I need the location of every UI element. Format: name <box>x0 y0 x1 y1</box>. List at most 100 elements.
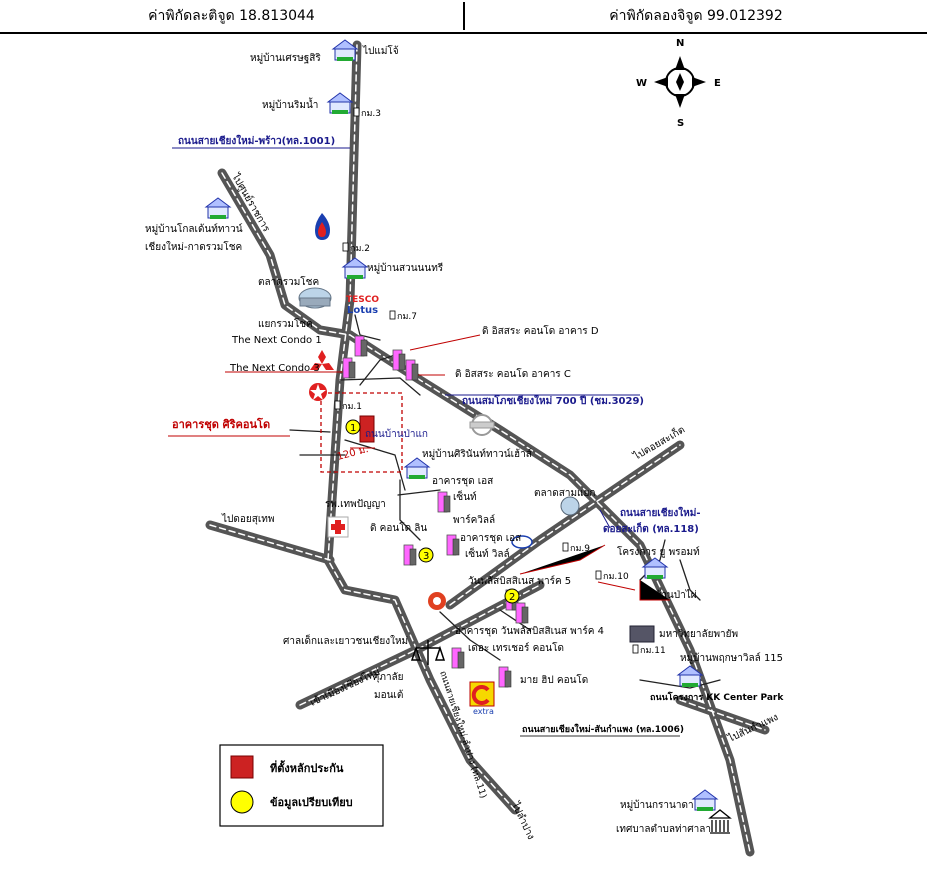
condo-icon <box>392 349 406 371</box>
latitude-label: ค่าพิกัดละติจูด 18.813044 <box>148 8 315 24</box>
village-icons <box>205 39 718 812</box>
village-icon <box>327 92 353 115</box>
road-label-doi-saket-2: ดอยสะเก็ต (ทล.118) <box>603 521 699 535</box>
place-talad-ruamchok: ตลาดรวมโชค <box>258 275 319 288</box>
place-yaek-ruamchok: แยกรวมโชค <box>258 317 313 330</box>
comparable-markers: 1 2 3 <box>345 419 520 604</box>
place-granada: หมู่บ้านกรานาดา <box>620 799 694 811</box>
place-the-treasure: เดอะ เทรเชอร์ คอนโด <box>468 641 564 654</box>
condo-icon <box>342 357 356 379</box>
road-pointers <box>168 147 680 737</box>
km-11: กม.11 <box>640 646 666 656</box>
compass-n: N <box>676 38 684 49</box>
place-payap: มหาวิทยาลัยพายัพ <box>659 629 738 640</box>
condo-icon <box>405 359 419 381</box>
place-golden-town-2: เชียงใหม่-กาดรวมโชค <box>145 240 242 253</box>
village-icon <box>404 457 430 480</box>
road-label-sompot: ถนนสมโภชเชียงใหม่ 700 ปี (ชม.3029) <box>462 394 644 407</box>
place-es-villa-1: อาคารชุด เอส <box>460 533 521 544</box>
place-pruksa: หมู่บ้านพฤกษาวิลล์ 115 <box>680 652 783 664</box>
compass-rose: N S E W <box>636 38 721 129</box>
coordinate-header: ค่าพิกัดละติจูด 18.813044 ค่าพิกัดลองจิจ… <box>0 0 927 34</box>
condo-icon <box>451 647 465 669</box>
place-u-home: โครงการ ยู พรอมท์ <box>617 545 700 558</box>
condo-icon <box>446 534 460 556</box>
place-my-hip: มาย ฮิป คอนโด <box>520 673 588 686</box>
comparable-marker-3 <box>418 547 434 563</box>
comparable-marker-2 <box>504 588 520 604</box>
km-7: กม.7 <box>397 312 417 322</box>
condo-icon <box>403 544 417 566</box>
place-tessaban: เทศบาลตำบลท่าศาลา <box>616 824 711 835</box>
place-golden-town-1: หมู่บ้านโกลเด้นท์ทาวน์ <box>145 222 243 235</box>
condo-icon <box>437 491 451 513</box>
road-label-phrao: ถนนสายเชียงใหม่-พร้าว(ทล.1001) <box>178 134 335 147</box>
place-issara-c: ดิ อิสสระ คอนโด อาคาร C <box>455 367 571 380</box>
legend-subject-swatch <box>230 755 254 779</box>
subject-area-box <box>320 392 403 473</box>
place-es-center-3: พาร์ควิลล์ <box>453 514 495 526</box>
place-setthasiri: หมู่บ้านเศรษฐสิริ <box>250 52 321 64</box>
km-9: กม.9 <box>570 544 590 554</box>
place-ban-pa-pai: ซ.บ้านป่าไผ่ <box>645 589 697 601</box>
place-suan-nonsi: หมู่บ้านสวนนนทรี <box>367 262 444 274</box>
place-win-5: วันพลัสบิสสิเนส พาร์ค 5 <box>468 575 571 587</box>
place-court: ศาลเด็กและเยาวชนเชียงใหม่ <box>283 633 408 647</box>
legend-comparable-swatch <box>230 790 254 814</box>
km-2: กม.2 <box>350 244 370 254</box>
place-win-4: อาคารชุด วันพลัสบิสสิเนส พาร์ค 4 <box>455 625 604 637</box>
place-es-center-2: เซ็นท์ <box>453 489 477 503</box>
place-lotus: Lotus <box>347 305 378 316</box>
road-label-doi-saket: ถนนสายเชียงใหม่- <box>620 506 700 519</box>
condo-icon <box>498 666 512 688</box>
km-labels: กม.3 กม.2 กม.7 กม.1 กม.9 กม.10 กม.11 <box>342 109 666 656</box>
compass-s: S <box>677 118 684 129</box>
legend: ที่ตั้งหลักประกัน ข้อมูลเปรียบเทียบ <box>219 744 384 827</box>
place-siri-condo: อาคารชุด ศิริคอนโด <box>172 417 270 432</box>
km-10: กม.10 <box>603 572 629 582</box>
header-divider <box>463 2 465 30</box>
place-tesco: TESCO <box>346 295 379 305</box>
longitude-label: ค่าพิกัดลองจิจูด 99.012392 <box>609 8 783 24</box>
dir-city: เข้าเมืองเชียงใหม่ <box>308 666 382 709</box>
place-es-villa-2: เซ็นท์ วิลล์ <box>465 546 510 560</box>
legend-comparable-label: ข้อมูลเปรียบเทียบ <box>270 796 353 810</box>
compass-e: E <box>714 78 721 89</box>
km-3: กม.3 <box>361 109 381 119</box>
place-next-condo-1: The Next Condo 1 <box>231 335 322 346</box>
place-talad-sam-yaek: ตลาดสามแยก <box>534 488 595 499</box>
road-label-kk: ถนนโครงการ KK Center Park <box>650 691 784 703</box>
km-1: กม.1 <box>342 402 362 412</box>
place-issara-d: ดิ อิสสระ คอนโด อาคาร D <box>482 324 599 337</box>
dir-doi-suthep: ไปดอยสุเทพ <box>221 513 274 525</box>
marker-1-label: 1 <box>350 423 356 434</box>
condo-icon <box>515 602 529 624</box>
place-next-condo-3: The Next Condo 3 <box>229 363 320 374</box>
poi-icons <box>298 107 732 834</box>
marker-3-label: 3 <box>423 551 429 562</box>
dir-lampang: ไปลำปาง <box>509 799 537 841</box>
place-rimnam: หมู่บ้านริมน้ำ <box>262 97 318 111</box>
road-label-sankamphaeng: ถนนสายเชียงใหม่-สันกำแพง (ทล.1006) <box>522 723 684 735</box>
direction-labels: ไปแม่โจ้ ไปศูนย์ราชการ ไปดอยสุเทพ ไปดอยส… <box>221 44 780 842</box>
place-supalai-2: มอนเต้ <box>374 689 403 701</box>
village-icon <box>692 789 718 812</box>
road-network <box>205 40 770 857</box>
place-extra: extra <box>473 707 494 716</box>
place-thepanya: รพ.เทพปัญญา <box>325 499 386 510</box>
legend-subject-label: ที่ตั้งหลักประกัน <box>270 760 344 775</box>
place-labels: หมู่บ้านเศรษฐสิริ หมู่บ้านริมน้ำ หมู่บ้า… <box>145 52 783 835</box>
village-icon <box>205 197 231 220</box>
place-es-center-1: อาคารชุด เอส <box>432 476 493 487</box>
road-label-pa-kae: ถนนบ้านป่าแก <box>365 428 428 440</box>
place-sirinan: หมู่บ้านศิรินันท์ทาวน์เฮ้าส์ <box>422 448 532 460</box>
marker-2-label: 2 <box>509 592 515 603</box>
condo-icon <box>354 335 368 357</box>
comparable-marker-1 <box>345 419 361 435</box>
dir-mae-jo: ไปแม่โจ้ <box>362 44 399 57</box>
compass-w: W <box>636 78 647 89</box>
place-distance: 120 ม. <box>336 444 370 463</box>
place-dee-condo: ดิ คอนโด ลิน <box>370 521 427 534</box>
place-supalai: ศุภาลัย <box>373 672 404 683</box>
